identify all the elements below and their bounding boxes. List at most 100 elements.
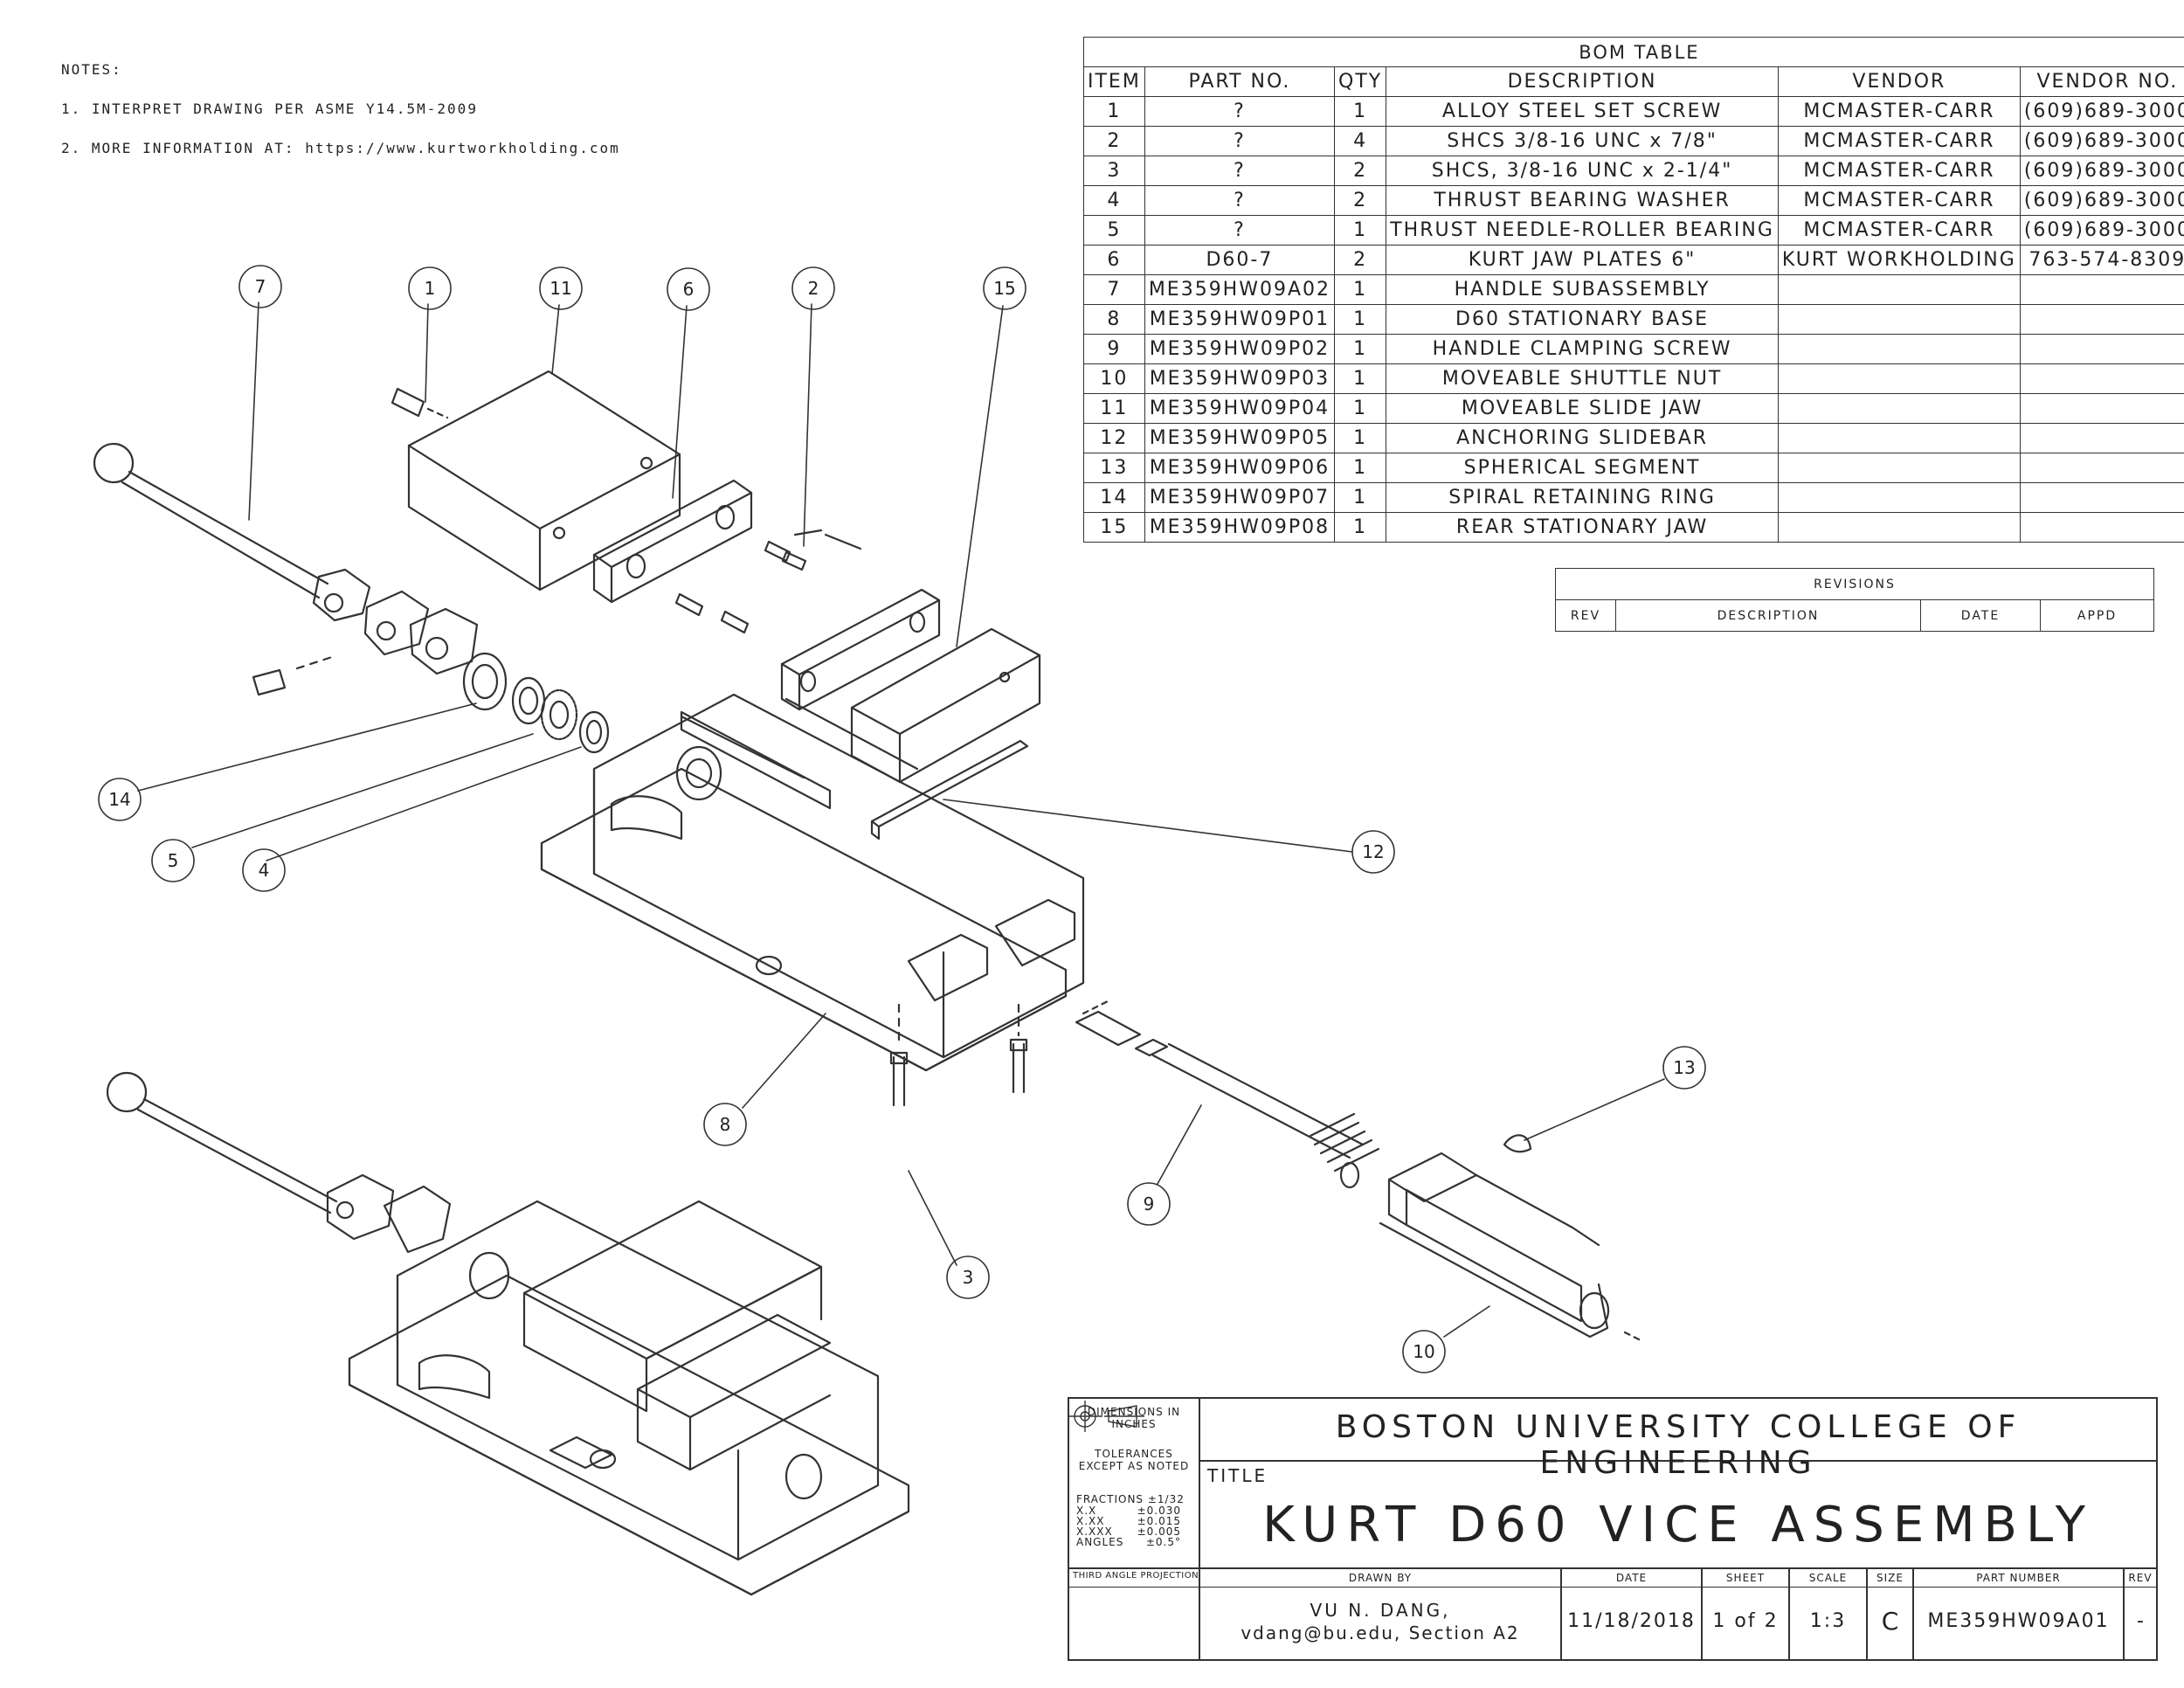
bom-description: ANCHORING SLIDEBAR <box>1386 423 1779 453</box>
tolerance-format: X.XXX <box>1076 1525 1113 1538</box>
bom-vendor <box>1777 304 2021 335</box>
rev-header-description: DESCRIPTION <box>1615 599 1921 632</box>
notes-heading: NOTES: <box>61 61 122 78</box>
note-1: 1. INTERPRET DRAWING PER ASME Y14.5M-200… <box>61 100 478 117</box>
spherical-segment <box>1503 1134 1532 1153</box>
balloon-7: 7 <box>255 276 266 297</box>
bom-vendor: MCMASTER-CARR <box>1777 96 2021 127</box>
bom-vendor: MCMASTER-CARR <box>1777 156 2021 186</box>
bom-description: SHCS 3/8-16 UNC x 7/8" <box>1386 126 1779 156</box>
bom-item: 8 <box>1083 304 1145 335</box>
rear-stationary-jaw <box>850 627 1041 784</box>
part-number-value: ME359HW09A01 <box>1927 1610 2110 1632</box>
jaw-plate-front <box>592 479 753 604</box>
bom-qty: 1 <box>1334 423 1387 453</box>
dimensions-note: DIMENSIONS IN INCHES <box>1087 1406 1181 1430</box>
balloon-6: 6 <box>683 279 695 300</box>
leader-lines <box>137 301 1665 1338</box>
tolerance-line: ANGLES±0.5° <box>1076 1537 1181 1547</box>
bom-header-partno: PART NO. <box>1144 66 1336 97</box>
rev-label: REV <box>2128 1572 2153 1584</box>
bom-part-no: ? <box>1144 96 1336 127</box>
part-number-label: PART NUMBER <box>1976 1572 2061 1584</box>
anchoring-slidebar <box>870 739 1029 841</box>
bom-part-no: ME359HW09P04 <box>1144 393 1336 424</box>
handle-clamping-screw <box>1075 999 1380 1189</box>
size-label: SIZE <box>1876 1572 1904 1584</box>
moveable-slide-jaw <box>407 370 681 591</box>
bom-description: D60 STATIONARY BASE <box>1386 304 1779 335</box>
assembled-vice-view <box>106 1071 910 1596</box>
jaw-screws <box>674 529 862 634</box>
bom-header-description: DESCRIPTION <box>1386 66 1779 97</box>
sheet-value: 1 of 2 <box>1712 1610 1779 1632</box>
bom-qty: 1 <box>1334 512 1387 543</box>
bom-vendor-no <box>2019 512 2184 543</box>
balloon-5: 5 <box>168 850 179 871</box>
scale-value: 1:3 <box>1809 1610 1847 1632</box>
bom-description: SPHERICAL SEGMENT <box>1386 453 1779 483</box>
balloon-8: 8 <box>720 1114 731 1135</box>
bom-vendor: KURT WORKHOLDING <box>1777 245 2021 275</box>
bom-description: KURT JAW PLATES 6" <box>1386 245 1779 275</box>
bom-description: HANDLE CLAMPING SCREW <box>1386 334 1779 364</box>
bom-item: 5 <box>1083 215 1145 246</box>
bom-vendor <box>1777 512 2021 543</box>
balloon-12: 12 <box>1362 841 1384 862</box>
bom-description: ALLOY STEEL SET SCREW <box>1386 96 1779 127</box>
ring-bearing-washer <box>462 652 610 754</box>
projection-label: THIRD ANGLE PROJECTION <box>1073 1571 1199 1581</box>
balloon-14: 14 <box>108 789 130 810</box>
bom-item: 4 <box>1083 185 1145 216</box>
third-angle-projection-symbol <box>1069 1401 1144 1432</box>
bom-item: 10 <box>1083 363 1145 394</box>
balloon-10: 10 <box>1413 1341 1434 1362</box>
scale-label: SCALE <box>1808 1572 1848 1584</box>
bom-header-qty: QTY <box>1334 66 1387 97</box>
balloon-2: 2 <box>808 278 819 299</box>
balloon-3: 3 <box>963 1267 974 1288</box>
bom-item: 7 <box>1083 274 1145 305</box>
tolerance-format: X.X <box>1076 1505 1097 1517</box>
bom-qty: 2 <box>1334 245 1387 275</box>
bom-part-no: ME359HW09P03 <box>1144 363 1336 394</box>
base-screws <box>889 1003 1028 1107</box>
bom-vendor-no <box>2019 274 2184 305</box>
tolerance-fractions: FRACTIONS ±1/32 <box>1076 1493 1185 1505</box>
bom-vendor-no <box>2019 453 2184 483</box>
bom-description: REAR STATIONARY JAW <box>1386 512 1779 543</box>
bom-item: 3 <box>1083 156 1145 186</box>
bom-vendor: MCMASTER-CARR <box>1777 215 2021 246</box>
bom-item: 1 <box>1083 96 1145 127</box>
bom-description: MOVEABLE SLIDE JAW <box>1386 393 1779 424</box>
bom-item: 13 <box>1083 453 1145 483</box>
bom-part-no: ME359HW09P07 <box>1144 482 1336 513</box>
bom-part-no: ME359HW09P01 <box>1144 304 1336 335</box>
bom-qty: 1 <box>1334 393 1387 424</box>
bom-qty: 1 <box>1334 363 1387 394</box>
bom-qty: 1 <box>1334 274 1387 305</box>
bom-table: BOM TABLE ITEM PART NO. QTY DESCRIPTION … <box>1083 37 2184 543</box>
bom-description: SPIRAL RETAINING RING <box>1386 482 1779 513</box>
bom-part-no: ME359HW09P05 <box>1144 423 1336 453</box>
bom-header-row: ITEM PART NO. QTY DESCRIPTION VENDOR VEN… <box>1083 66 2184 97</box>
bom-part-no: ? <box>1144 156 1336 186</box>
bom-vendor: MCMASTER-CARR <box>1777 126 2021 156</box>
revisions-table: REVISIONS REV DESCRIPTION DATE APPD <box>1555 568 2154 632</box>
bom-description: HANDLE SUBASSEMBLY <box>1386 274 1779 305</box>
rev-header-rev: REV <box>1555 599 1616 632</box>
organization-name: BOSTON UNIVERSITY COLLEGE OF ENGINEERING <box>1335 1409 2022 1481</box>
tolerances-note: TOLERANCES EXCEPT AS NOTED <box>1078 1448 1190 1472</box>
tolerance-line: X.X±0.030 <box>1076 1505 1181 1516</box>
